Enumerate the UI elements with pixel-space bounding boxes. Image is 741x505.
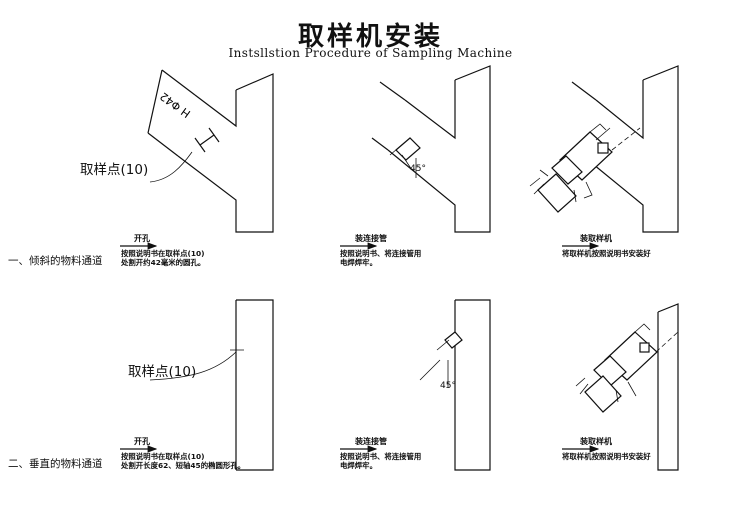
angle-label-row2: 45° bbox=[440, 381, 456, 391]
row2-step1-desc2: 处割开长度62、短轴45的椭圆形孔。 bbox=[121, 461, 246, 470]
row2-step2-desc1: 按照说明书、将连接管用 bbox=[340, 452, 422, 461]
row1-hole-marker bbox=[194, 127, 220, 153]
row1-step2-desc1: 按照说明书、将连接管用 bbox=[340, 249, 422, 258]
sampling-point-label-row2: 取样点(10) bbox=[128, 364, 197, 380]
hole-diameter-label: H Φ42 bbox=[158, 89, 194, 120]
row1-step3-desc1: 将取样机按照说明书安装好 bbox=[562, 249, 651, 258]
row1-label: 一、倾斜的物料通道 bbox=[8, 255, 103, 267]
row2-step2-title: 装连接管 bbox=[355, 437, 387, 446]
step-arrows bbox=[120, 242, 600, 453]
row2-step2-desc2: 电焊焊牢。 bbox=[340, 461, 377, 470]
row1-sampler bbox=[529, 123, 641, 213]
row1-step1-title: 开孔 bbox=[134, 234, 150, 243]
row1-pipe-1 bbox=[147, 69, 274, 233]
row2-label: 二、垂直的物料通道 bbox=[8, 458, 103, 470]
row2-pipe-1 bbox=[235, 299, 274, 471]
row2-step3-desc1: 将取样机按照说明书安装好 bbox=[562, 452, 651, 461]
row2-connecting-pipe bbox=[419, 331, 463, 388]
row2-pipe-3 bbox=[657, 303, 679, 471]
row2-step1-desc1: 按照说明书在取样点(10) bbox=[121, 452, 205, 461]
row1-step2-title: 装连接管 bbox=[355, 234, 387, 243]
angle-label-row1: 45° bbox=[410, 164, 426, 174]
row1-step3-title: 装取样机 bbox=[580, 234, 612, 243]
row2-step1-title: 开孔 bbox=[134, 437, 150, 446]
title-cn: 取样机安装 bbox=[297, 22, 443, 52]
row2-step3-title: 装取样机 bbox=[580, 437, 612, 446]
row1-step1-desc2: 处割开约42毫米的圆孔。 bbox=[121, 258, 206, 267]
row1-pipe-3 bbox=[571, 65, 679, 233]
row2-callout bbox=[149, 351, 237, 381]
sampling-point-label-row1: 取样点(10) bbox=[80, 162, 149, 178]
row1-step1-desc1: 按照说明书在取样点(10) bbox=[121, 249, 205, 258]
row1-callout bbox=[149, 151, 193, 183]
row1-pipe-2 bbox=[371, 65, 491, 233]
row1-step2-desc2: 电焊焊牢。 bbox=[340, 258, 377, 267]
title-en: Instsllstion Procedure of Sampling Machi… bbox=[228, 46, 513, 60]
row1-connecting-pipe bbox=[389, 137, 421, 178]
row2-sampler bbox=[575, 323, 679, 413]
row2-pipe-2 bbox=[454, 299, 491, 471]
